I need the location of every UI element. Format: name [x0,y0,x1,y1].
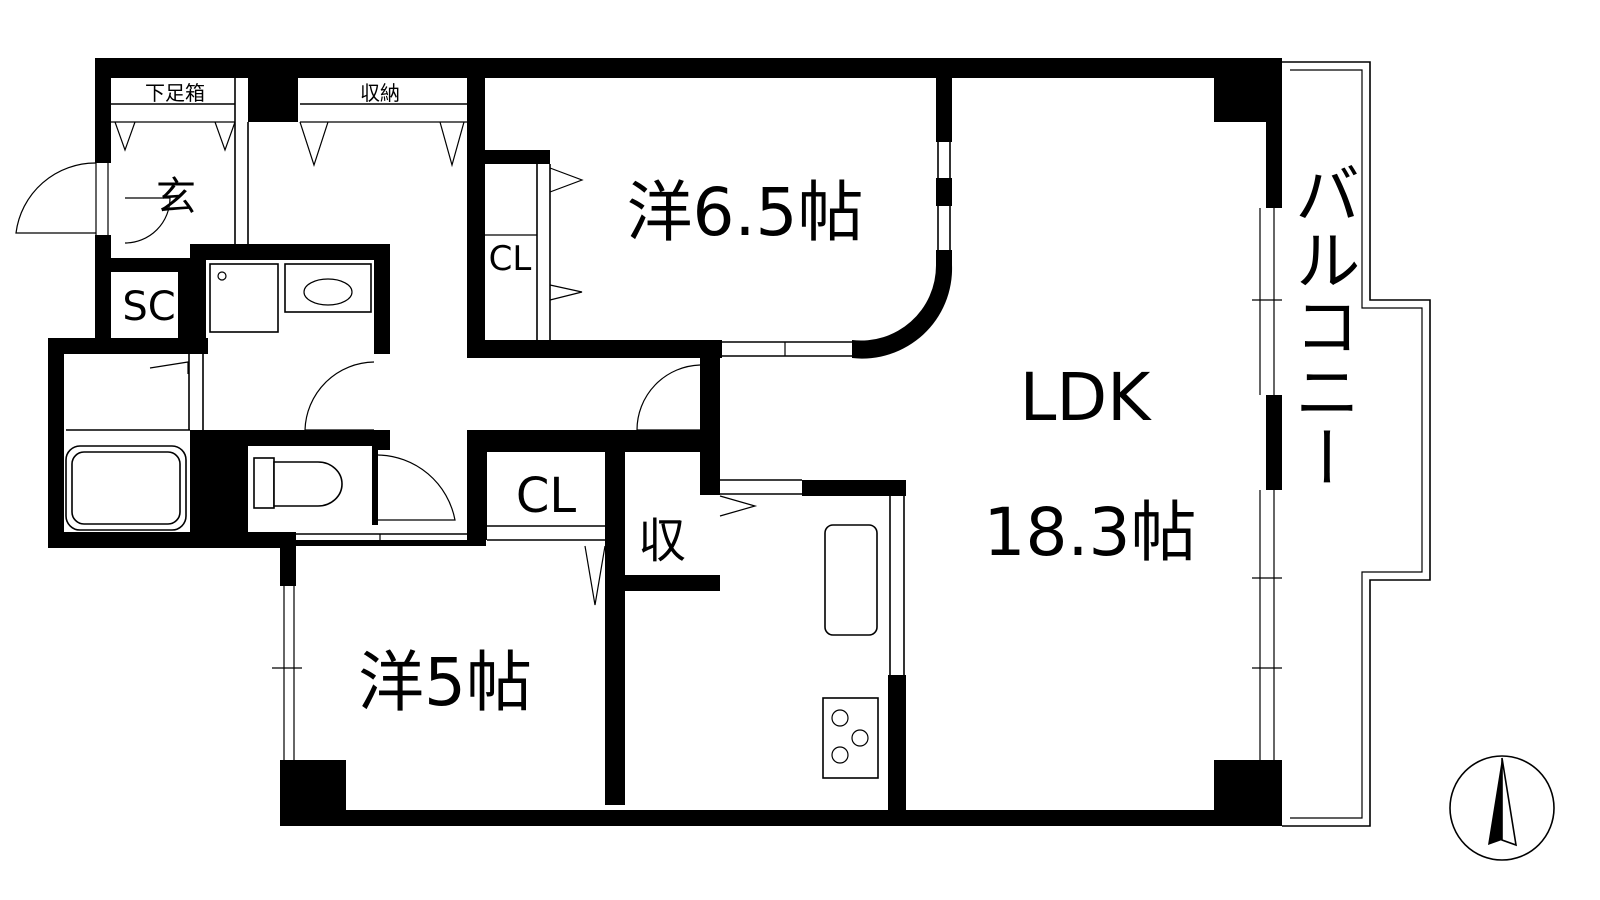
storage-label: 収 [638,513,686,569]
western-room-1-label: 洋6.5帖 [627,174,864,251]
hall-storage-label: 収納 [360,81,400,105]
north-arrow-icon [1449,755,1555,861]
toilet-tank [253,457,275,509]
ldk-name: LDK [1020,359,1153,436]
washer-space [209,263,279,333]
doors [15,162,701,521]
ldk-size: 18.3帖 [984,494,1197,571]
partitions [66,78,951,675]
outer-walls [48,58,1282,826]
western-room-2-label: 洋5帖 [358,644,532,721]
gas-stove [822,697,879,779]
fixtures [65,263,879,779]
shoe-closet-label: SC [122,284,175,330]
entrance-label: 玄 [156,174,196,220]
kitchen-sink [824,524,878,636]
windows [272,208,1282,760]
wash-basin [284,263,372,313]
closet-2-label: CL [516,468,577,524]
toilet-bowl [273,461,343,507]
interior-walls [95,62,953,815]
balcony-label: バルコニー [1284,160,1361,490]
balcony-area [1282,61,1431,827]
shoe-box-label: 下足箱 [145,81,205,105]
closet-door-marks [114,121,758,606]
closet-1-label: CL [489,239,532,279]
